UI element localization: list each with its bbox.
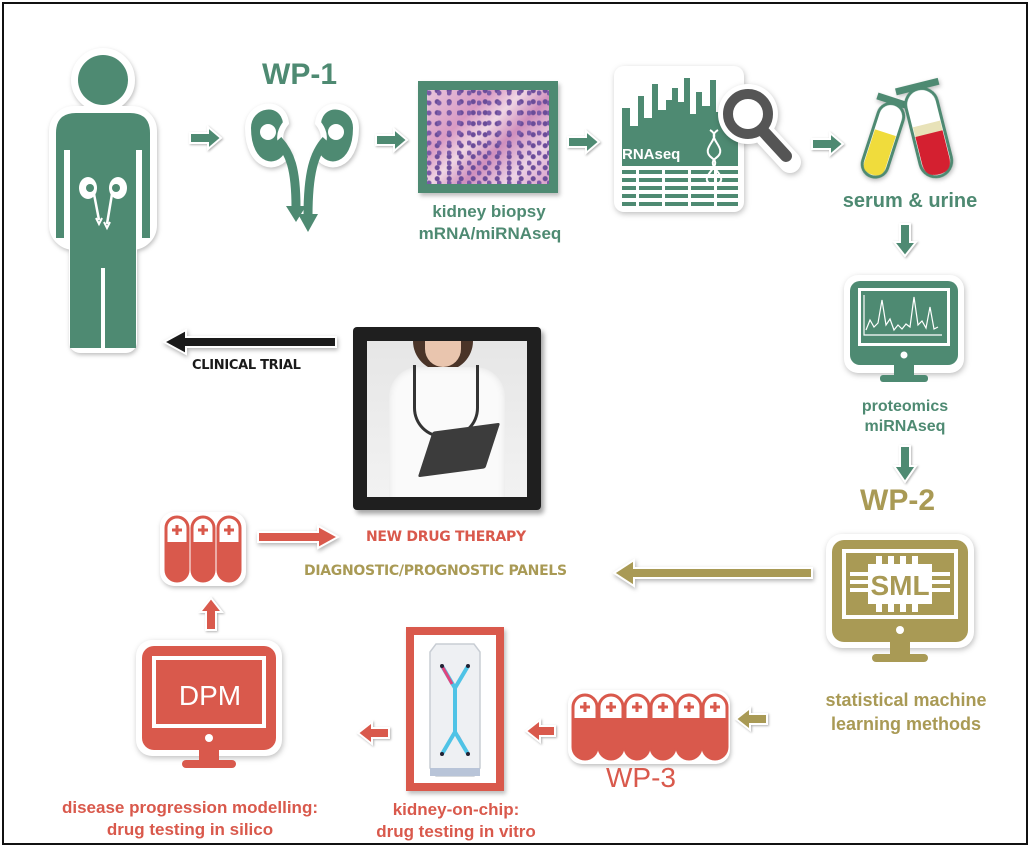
capsules-six-icon: [568, 690, 730, 764]
wp2-title: WP-2: [860, 484, 935, 517]
kidney-biopsy-image: [418, 81, 558, 193]
arrow-down-icon: [892, 445, 918, 484]
kidneys-icon: [244, 103, 360, 232]
rnaseq-label: RNAseq: [622, 146, 681, 163]
new-drug-therapy-label: NEW DRUG THERAPY: [366, 529, 526, 545]
arrow-right-icon: [567, 128, 601, 156]
clinical-trial-label: CLINICAL TRIAL: [192, 358, 301, 373]
dpm-screen-text: DPM: [178, 680, 242, 711]
capsules-three-icon: [160, 512, 246, 586]
wp2-label-line1: statistical machine: [825, 690, 987, 710]
dpm-monitor-icon: [136, 640, 282, 768]
wp2-label-line2: learning methods: [830, 714, 982, 734]
arrow-right-icon: [189, 124, 223, 152]
arrow-left-icon: [356, 719, 390, 747]
arrow-left-icon: [524, 717, 556, 745]
human-figure-icon: [49, 48, 157, 353]
chip-label-line2: drug testing in vitro: [376, 822, 536, 841]
proteomics-label-line2: miRNAseq: [864, 418, 946, 435]
test-tubes-icon: [860, 77, 954, 179]
doctor-photo-inner: [367, 341, 527, 497]
proteomics-label-line1: proteomics: [861, 398, 949, 415]
biopsy-label-line1: kidney biopsy: [432, 202, 546, 221]
diagnostic-panels-label: DIAGNOSTIC/PROGNOSTIC PANELS: [304, 563, 567, 579]
biopsy-label-line2: mRNA/miRNAseq: [418, 224, 562, 243]
arrow-right-icon: [375, 126, 409, 154]
chip-channels-icon: [429, 643, 481, 777]
dpm-label-line2: drug testing in silico: [106, 820, 274, 839]
arrow-down-icon: [891, 223, 919, 258]
sml-screen-text: SML: [870, 570, 930, 601]
proteomics-monitor-icon: [844, 275, 964, 382]
dpm-label-line1: disease progression modelling:: [61, 798, 318, 817]
wp3-title: WP-3: [606, 762, 676, 793]
rnaseq-icon: [614, 66, 801, 212]
arrow-right-icon: [811, 130, 845, 158]
arrow-up-icon: [197, 596, 225, 631]
arrow-left-long-icon: [612, 558, 813, 588]
histology-texture: [427, 90, 549, 184]
arrow-left-long-icon: [161, 328, 337, 356]
doctor-photo: [353, 327, 541, 510]
arrow-left-icon: [734, 705, 768, 733]
serum-urine-label: serum & urine: [842, 190, 978, 212]
chip-label-line1: kidney-on-chip:: [392, 800, 520, 819]
arrow-right-long-icon: [257, 524, 341, 550]
sml-monitor-icon: [826, 534, 974, 662]
wp1-title: WP-1: [262, 58, 337, 91]
